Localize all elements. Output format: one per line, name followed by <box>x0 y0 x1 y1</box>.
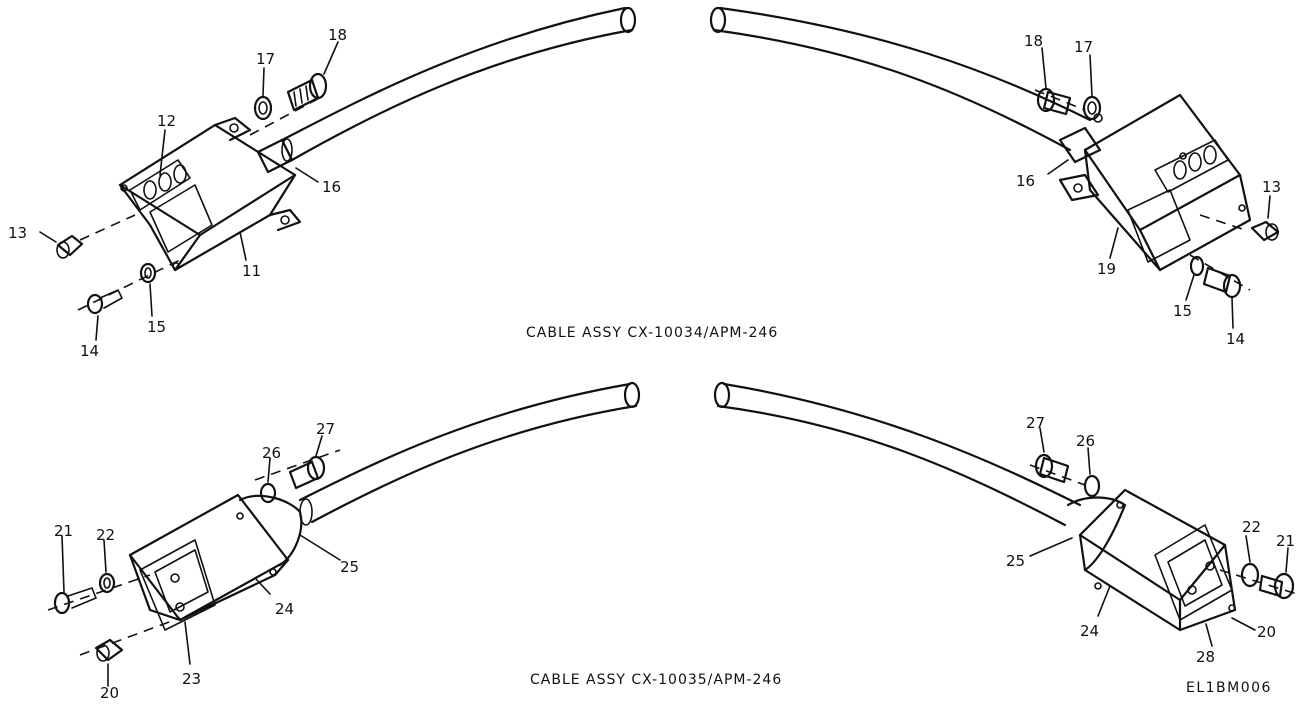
callout-14-right: 14 <box>1226 330 1245 348</box>
callout-23: 23 <box>182 670 201 688</box>
callout-21-right: 21 <box>1276 532 1295 550</box>
cable-bottom-left <box>298 382 632 502</box>
callout-21: 21 <box>54 522 73 540</box>
connector-body-24-right <box>1078 488 1227 602</box>
callout-17: 17 <box>256 50 275 68</box>
boot-25 <box>238 494 303 567</box>
callout-15-right: 15 <box>1173 302 1192 320</box>
callout-24: 24 <box>275 600 294 618</box>
callout-27: 27 <box>316 420 335 438</box>
cable-bottom-right <box>722 382 1082 507</box>
part-17-left <box>253 95 273 121</box>
figure-id: EL1BM006 <box>1186 680 1272 696</box>
part-14-left <box>86 293 104 315</box>
callout-28-right: 28 <box>1196 648 1215 666</box>
part-17-right <box>1082 95 1102 121</box>
callout-13-right: 13 <box>1262 178 1281 196</box>
callout-19-right: 19 <box>1097 260 1116 278</box>
caption-cable-assy-top: CABLE ASSY CX-10034/APM-246 <box>526 325 778 341</box>
top-right-assembly: 18 17 16 13 19 15 14 <box>709 6 1281 348</box>
part-26-right <box>1083 474 1101 498</box>
part-15-left <box>139 262 157 284</box>
callout-27-right: 27 <box>1026 414 1045 432</box>
strain-relief-16 <box>256 138 294 174</box>
callout-25-right: 25 <box>1006 552 1025 570</box>
part-27-right <box>1038 456 1070 484</box>
callout-25: 25 <box>340 558 359 576</box>
callout-16-right: 16 <box>1016 172 1035 190</box>
callout-14: 14 <box>80 342 99 360</box>
caption-cable-assy-bottom: CABLE ASSY CX-10035/APM-246 <box>530 672 782 688</box>
callout-15: 15 <box>147 318 166 336</box>
callout-26-right: 26 <box>1076 432 1095 450</box>
boot-25-right <box>1066 496 1127 572</box>
part-22-left <box>98 572 116 594</box>
callout-20: 20 <box>100 684 119 702</box>
callout-18-right: 18 <box>1024 32 1043 50</box>
callout-18: 18 <box>328 26 347 44</box>
part-22-right <box>1240 562 1260 588</box>
callout-16: 16 <box>322 178 341 196</box>
callout-11: 11 <box>242 262 261 280</box>
callout-22-right: 22 <box>1242 518 1261 536</box>
strain-relief-16-right <box>1058 126 1102 164</box>
callout-22: 22 <box>96 526 115 544</box>
callout-13: 13 <box>8 224 27 242</box>
part-15-right <box>1189 255 1205 277</box>
part-26-left <box>259 482 277 504</box>
cable-top-right <box>718 6 1092 122</box>
bottom-left-assembly: 21 22 20 23 24 25 26 27 <box>47 381 641 702</box>
callout-26: 26 <box>262 444 281 462</box>
part-21-left <box>53 591 71 615</box>
part-18-right <box>1042 90 1072 116</box>
callout-17-right: 17 <box>1074 38 1093 56</box>
callout-20-right: 20 <box>1257 623 1276 641</box>
part-20-left <box>94 638 124 662</box>
callout-12: 12 <box>157 112 176 130</box>
cable-top-left <box>280 6 627 142</box>
cable-cut-end <box>619 6 637 34</box>
part-13-left <box>56 234 84 257</box>
top-left-assembly: 12 13 14 15 16 11 17 18 <box>8 6 637 360</box>
bottom-right-assembly: 27 26 25 24 22 21 20 28 <box>713 381 1301 666</box>
callout-24-right: 24 <box>1080 622 1099 640</box>
